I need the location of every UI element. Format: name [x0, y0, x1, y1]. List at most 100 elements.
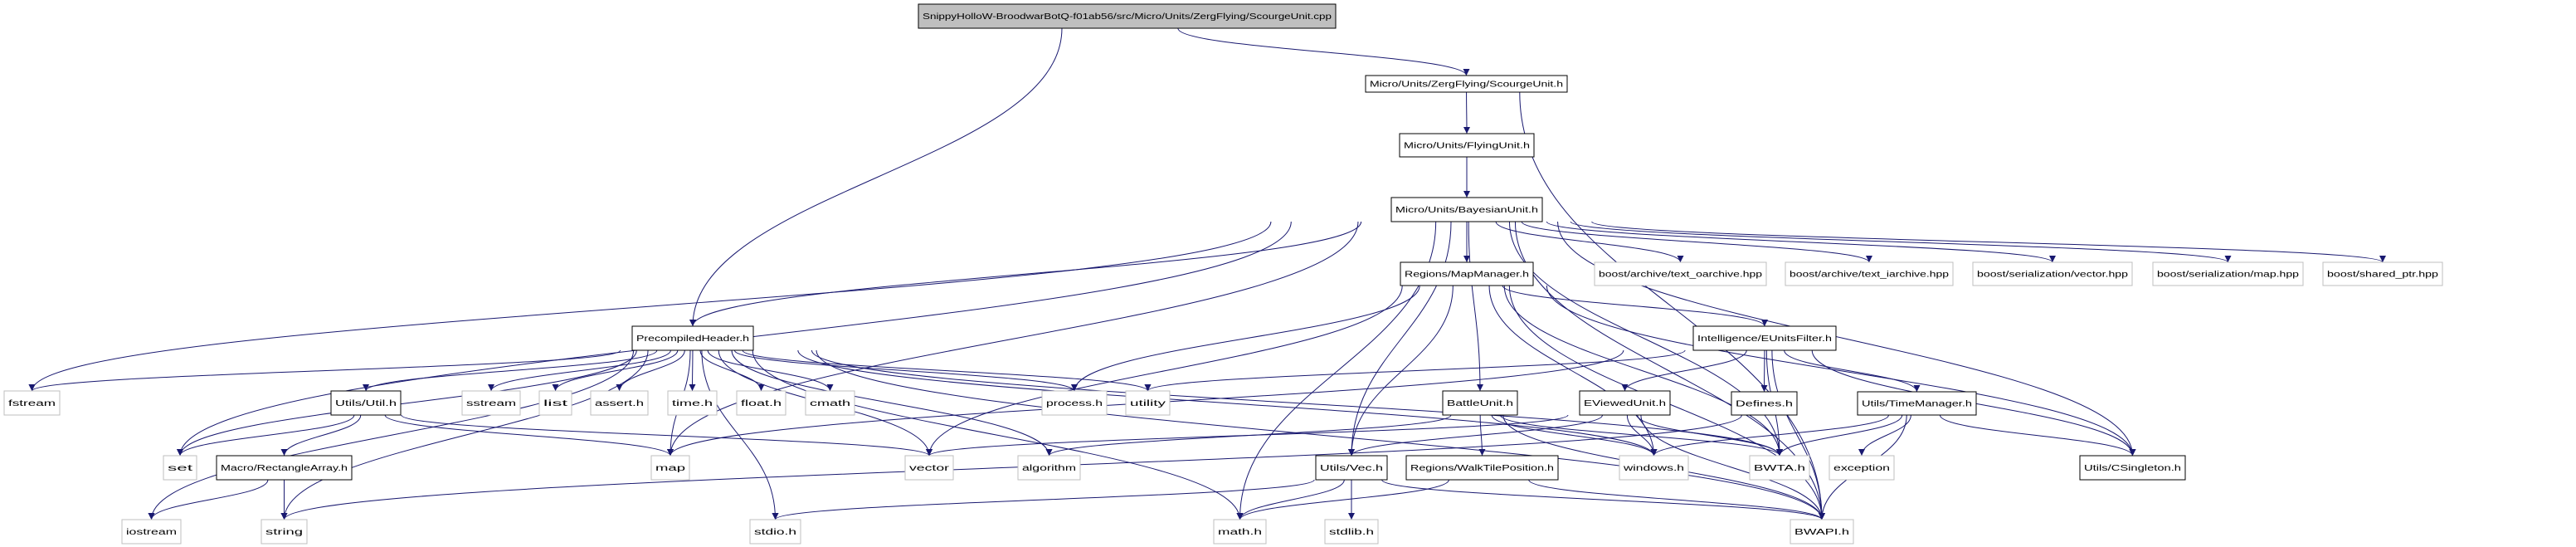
node-box — [1213, 519, 1267, 545]
node-box — [1442, 390, 1518, 416]
edge-euf-to-bwapi — [1771, 349, 1825, 520]
edge-bayes-to-map — [667, 221, 1359, 457]
edge-mapmgr-to-bwta — [1503, 285, 1783, 457]
node-label: Regions/MapManager.h — [1405, 271, 1529, 280]
edge-root-to-pch — [689, 27, 1063, 327]
node-float: float.h — [736, 390, 786, 416]
edge-eviewed-to-bwapi — [1640, 414, 1825, 520]
edge-pch-to-windows — [797, 349, 1658, 457]
node-root[interactable]: SnippyHolloW-BroodwarBotQ-f01ab56/src/Mi… — [918, 3, 1337, 29]
node-box — [1579, 390, 1671, 416]
node-util[interactable]: Utils/Util.h — [330, 390, 402, 416]
node-label: windows.h — [1622, 464, 1684, 473]
node-box — [1405, 455, 1559, 481]
edge-scourge-to-bwapi — [1519, 91, 1825, 520]
node-bwta: BWTA.h — [1749, 455, 1810, 481]
node-label: stdio.h — [754, 528, 796, 537]
node-string: string — [261, 519, 308, 545]
node-fstream: fstream — [3, 390, 61, 416]
node-label: float.h — [741, 399, 782, 408]
edge-battle-to-windows — [1491, 414, 1658, 457]
node-wtp[interactable]: Regions/WalkTilePosition.h — [1405, 455, 1559, 481]
node-label: Defines.h — [1736, 400, 1793, 409]
edge-bayes-to-fstream — [28, 221, 1272, 392]
edge-util-to-vector — [401, 414, 933, 457]
node-label: iostream — [126, 528, 177, 537]
edge-vec-to-bwapi — [1381, 479, 1825, 520]
node-timemgr[interactable]: Utils/TimeManager.h — [1857, 391, 1977, 416]
node-box — [1731, 391, 1798, 416]
node-box — [216, 455, 353, 481]
node-vec[interactable]: Utils/Vec.h — [1315, 455, 1388, 481]
edge-wtp-to-math — [1236, 479, 1449, 520]
edge-pch-to-util — [363, 349, 658, 392]
edge-timemgr-to-bwta — [1776, 414, 1903, 457]
node-label: Intelligence/EUnitsFilter.h — [1697, 335, 1832, 344]
node-label: BattleUnit.h — [1447, 399, 1513, 408]
edge-vec-to-stdio — [772, 479, 1315, 520]
node-utility: utility — [1125, 390, 1171, 416]
node-rect[interactable]: Macro/RectangleArray.h — [216, 455, 353, 481]
edge-bayes-to-vec — [1348, 221, 1452, 457]
node-box — [163, 455, 197, 481]
node-label: sstream — [466, 399, 516, 408]
node-label: Utils/TimeManager.h — [1862, 400, 1972, 409]
edge-bayes-to-svec — [1546, 221, 2056, 263]
node-scourge[interactable]: Micro/Units/ZergFlying/ScourgeUnit.h — [1365, 75, 1568, 93]
node-box — [667, 390, 718, 416]
edge-vec-to-math — [1236, 479, 1345, 520]
node-box — [461, 390, 521, 416]
node-battle[interactable]: BattleUnit.h — [1442, 390, 1518, 416]
edge-euf-to-utility — [1144, 349, 1686, 392]
edge-bayes-to-tiarch — [1521, 221, 1872, 263]
node-box — [1017, 455, 1081, 481]
edge-timemgr-to-exception — [1858, 414, 1911, 457]
edge-bayes-to-bwta — [1508, 221, 1783, 457]
node-box — [1125, 390, 1171, 416]
node-label: list — [543, 399, 567, 408]
edge-pch-to-sstream — [488, 349, 671, 392]
node-sptr: boost/shared_ptr.hpp — [2322, 261, 2443, 286]
edge-pch-to-process — [733, 349, 1078, 392]
edge-bayes-to-smap — [1570, 221, 2232, 263]
node-box — [736, 390, 786, 416]
edge-mapmgr-to-euf — [1502, 285, 1768, 327]
edge-eviewed-to-vector — [926, 414, 1569, 457]
node-label: Micro/Units/BayesianUnit.h — [1395, 206, 1538, 215]
node-mapmgr[interactable]: Regions/MapManager.h — [1400, 261, 1534, 286]
node-box — [590, 390, 649, 416]
node-stdlib: stdlib.h — [1324, 519, 1379, 545]
node-csingleton[interactable]: Utils/CSingleton.h — [2079, 455, 2186, 481]
edges-layer — [28, 27, 2386, 520]
node-label: boost/archive/text_oarchive.hpp — [1599, 271, 1763, 280]
node-label: map — [655, 464, 686, 473]
node-eviewed[interactable]: EViewedUnit.h — [1579, 390, 1671, 416]
node-label: stdlib.h — [1329, 528, 1374, 537]
edge-pch-to-cmath — [707, 349, 834, 392]
edge-pch-to-bwapi — [816, 349, 1825, 520]
node-box — [1315, 455, 1388, 481]
edge-pch-to-algorithm — [731, 349, 1053, 457]
node-label: BWTA.h — [1754, 464, 1805, 473]
node-label: Utils/Vec.h — [1320, 464, 1383, 473]
node-label: process.h — [1046, 399, 1103, 408]
node-label: fstream — [8, 399, 56, 408]
edge-timemgr-to-string — [280, 414, 1742, 520]
edge-bayes-to-pch — [689, 221, 1362, 327]
edge-mapmgr-to-vector — [926, 285, 1403, 457]
edge-pch-to-list — [552, 349, 679, 392]
node-box — [1399, 133, 1535, 158]
node-box — [1324, 519, 1379, 545]
node-box — [2322, 261, 2443, 286]
node-bayes[interactable]: Micro/Units/BayesianUnit.h — [1390, 197, 1543, 222]
node-euf[interactable]: Intelligence/EUnitsFilter.h — [1692, 325, 1837, 351]
node-label: boost/serialization/map.hpp — [2157, 271, 2300, 280]
node-box — [1041, 390, 1108, 416]
node-pch[interactable]: PrecompiledHeader.h — [631, 325, 754, 351]
node-flying[interactable]: Micro/Units/FlyingUnit.h — [1399, 133, 1535, 158]
node-time: time.h — [667, 390, 718, 416]
node-smap: boost/serialization/map.hpp — [2152, 261, 2304, 286]
node-defines[interactable]: Defines.h — [1731, 391, 1798, 416]
edge-eviewed-to-bwta — [1637, 414, 1783, 457]
edge-bayes-to-csingleton — [1557, 221, 2136, 457]
